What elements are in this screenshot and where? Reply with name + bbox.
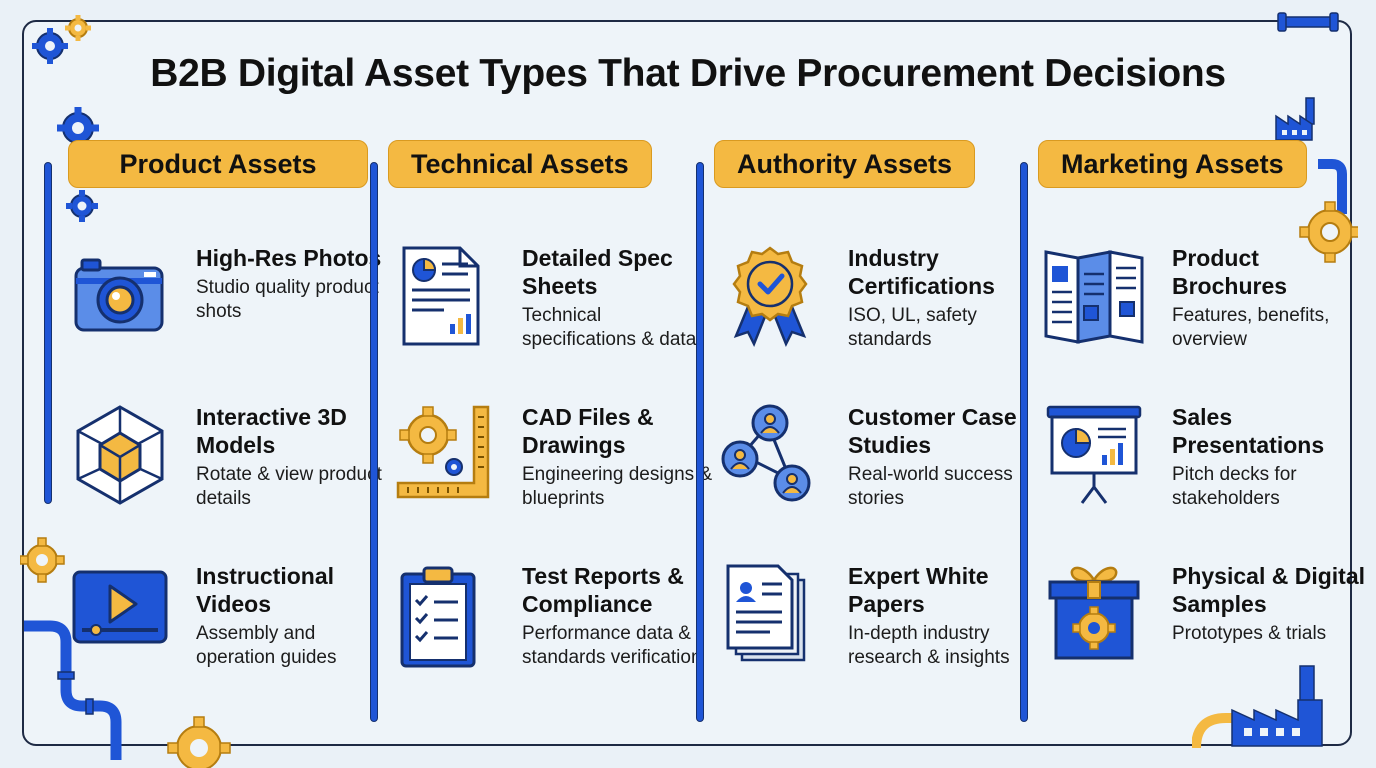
award-badge-icon (732, 246, 808, 348)
asset-description: Technical specifications & data (522, 305, 697, 350)
asset-item: Industry Certifications ISO, UL, safety … (720, 244, 1020, 394)
asset-item: Test Reports & Compliance Performance da… (394, 562, 702, 712)
asset-name: Customer Case Studies (848, 404, 1017, 458)
asset-name: Product Brochures (1172, 245, 1288, 299)
column-marketing-assets: Marketing Assets Product Brochures Featu… (1016, 140, 1365, 730)
brochure-icon (1044, 250, 1144, 344)
column-connector-pipe (696, 162, 704, 722)
asset-description: Assembly and operation guides (196, 623, 337, 668)
asset-name: Test Reports & Compliance (522, 563, 684, 617)
asset-description: In-depth industry research & insights (848, 623, 1010, 668)
white-paper-icon (726, 564, 806, 662)
asset-description: Studio quality product shots (196, 277, 379, 322)
asset-name: Instructional Videos (196, 563, 335, 617)
column-connector-pipe (1020, 162, 1028, 722)
column-header: Marketing Assets (1038, 140, 1307, 188)
clipboard-checklist-icon (400, 566, 476, 668)
spec-sheet-icon (402, 246, 480, 346)
asset-description: Prototypes & trials (1172, 623, 1327, 644)
asset-name: CAD Files & Drawings (522, 404, 654, 458)
asset-description: Real-world success stories (848, 464, 1013, 509)
column-connector-pipe (44, 162, 52, 504)
people-network-icon (721, 404, 811, 502)
asset-item: Customer Case Studies Real-world success… (720, 403, 1020, 553)
cad-gear-ruler-icon (396, 405, 490, 499)
decorative-gear-bottom (167, 716, 231, 768)
asset-description: Engineering designs & blueprints (522, 464, 713, 509)
factory-icon-bottom-right (1192, 665, 1323, 749)
page-title: B2B Digital Asset Types That Drive Procu… (150, 52, 1226, 95)
decorative-gears-top-left (32, 15, 91, 64)
asset-item: Interactive 3D Models Rotate & view prod… (68, 403, 382, 553)
camera-icon (74, 258, 164, 332)
asset-item: Expert White Papers In-depth industry re… (720, 562, 1020, 712)
gift-box-icon (1048, 566, 1140, 660)
presentation-board-icon (1046, 405, 1142, 504)
asset-item: Product Brochures Features, benefits, ov… (1044, 244, 1344, 394)
asset-item: Sales Presentations Pitch decks for stak… (1044, 403, 1344, 553)
asset-name: Physical & Digital Samples (1172, 563, 1366, 617)
asset-description: Pitch decks for stakeholders (1172, 464, 1297, 509)
cube-3d-icon (76, 405, 164, 505)
factory-icon-top-right (1275, 97, 1315, 141)
column-header: Technical Assets (388, 140, 652, 188)
asset-description: Performance data & standards verificatio… (522, 623, 702, 668)
column-technical-assets: Technical Assets Detailed Spec Sheets Te… (366, 140, 712, 730)
column-header: Product Assets (68, 140, 368, 188)
decorative-pipe-bottom-left (20, 537, 122, 760)
asset-item: Detailed Spec Sheets Technical specifica… (394, 244, 696, 394)
column-authority-assets: Authority Assets Industry Certifications… (692, 140, 1022, 730)
column-header: Authority Assets (714, 140, 976, 188)
asset-name: Sales Presentations (1172, 404, 1325, 458)
decorative-pipe-top-right (1277, 12, 1339, 32)
asset-item: Instructional Videos Assembly and operat… (68, 562, 368, 712)
asset-name: High-Res Photos (196, 245, 382, 271)
asset-name: Interactive 3D Models (196, 404, 347, 458)
column-connector-pipe (370, 162, 378, 722)
asset-description: Features, benefits, overview (1172, 305, 1330, 350)
asset-name: Expert White Papers (848, 563, 989, 617)
asset-item: High-Res Photos Studio quality product s… (68, 244, 381, 394)
column-product-assets: Product Assets High-Res Photos Studio qu… (40, 140, 382, 730)
asset-name: Industry Certifications (848, 245, 995, 299)
asset-description: ISO, UL, safety standards (848, 305, 977, 350)
decorative-pipe-gear-right (1299, 159, 1358, 263)
asset-description: Rotate & view product details (196, 464, 382, 509)
asset-name: Detailed Spec Sheets (522, 245, 673, 299)
asset-item: Physical & Digital Samples Prototypes & … (1044, 562, 1365, 712)
video-play-icon (72, 570, 168, 644)
asset-item: CAD Files & Drawings Engineering designs… (394, 403, 712, 553)
